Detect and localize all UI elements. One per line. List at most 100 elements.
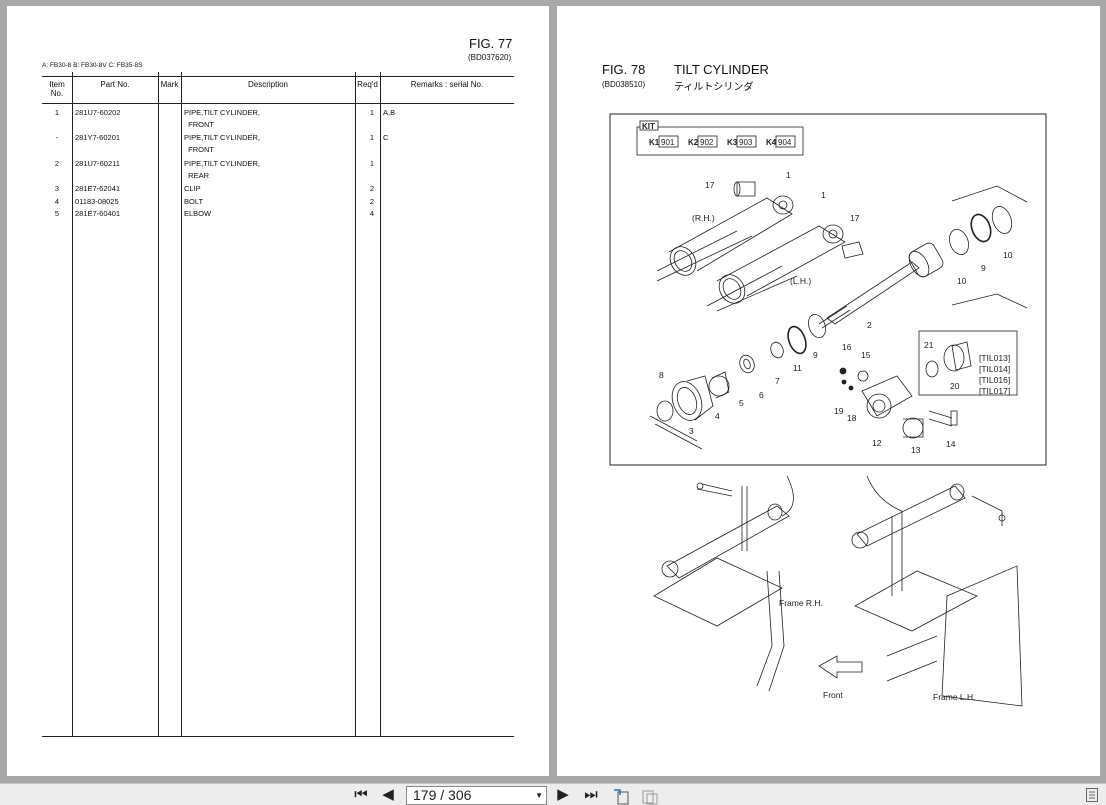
description: PIPE,TILT CYLINDER, FRONT bbox=[184, 108, 260, 129]
front-label: Front bbox=[823, 690, 843, 700]
page-number-value: 179 / 306 bbox=[413, 787, 472, 803]
kit-k1: K1 bbox=[649, 138, 660, 147]
reqd: 1 bbox=[369, 159, 375, 168]
last-page-button[interactable]: ⏭ bbox=[584, 786, 598, 803]
description: CLIP bbox=[184, 184, 201, 193]
description: BOLT bbox=[184, 197, 204, 206]
frame-rh-label: Frame R.H. bbox=[779, 598, 823, 608]
reqd: 1 bbox=[369, 133, 375, 142]
part-no: 281E7-60401 bbox=[75, 209, 121, 218]
kit-k3: K3 bbox=[727, 138, 738, 147]
reqd: 2 bbox=[369, 197, 375, 206]
item-no: 1 bbox=[54, 108, 60, 117]
part-no: 281Y7-60201 bbox=[75, 133, 121, 142]
callout: 1 bbox=[786, 170, 791, 180]
kit-k4: K4 bbox=[766, 138, 777, 147]
callout: 17 bbox=[705, 180, 715, 190]
description: PIPE,TILT CYLINDER, REAR bbox=[184, 159, 260, 180]
kit-k1-code: 901 bbox=[661, 138, 675, 147]
part-no: 281U7-60202 bbox=[75, 108, 121, 117]
callout: 12 bbox=[872, 438, 882, 448]
remarks: A,B bbox=[383, 108, 396, 117]
kit-k4-code: 904 bbox=[778, 138, 792, 147]
kit-box: KIT K1 901 K2 902 K3 903 K4 904 bbox=[636, 120, 804, 156]
pdf-toolbar: ⏮ ◀ 179 / 306 ▼ ▶ ⏭ bbox=[0, 783, 1106, 805]
callout: (R.H.) bbox=[692, 213, 715, 223]
til-code-2: [TIL014] bbox=[979, 364, 1010, 374]
first-page-button[interactable]: ⏮ bbox=[354, 786, 368, 803]
menu-icon[interactable] bbox=[1086, 788, 1098, 802]
kit-k3-code: 903 bbox=[739, 138, 753, 147]
part-no: 01183-08025 bbox=[75, 197, 119, 206]
item-no: 5 bbox=[54, 209, 60, 218]
model-variants: A: FB30-8 B: FB30-8V C: FB35-8S bbox=[42, 62, 143, 69]
clevis bbox=[861, 375, 958, 439]
page-number-select[interactable]: 179 / 306 ▼ bbox=[406, 786, 547, 805]
callout: 9 bbox=[981, 263, 986, 273]
fit-width-icon[interactable] bbox=[640, 787, 660, 805]
til-code-1: [TIL013] bbox=[979, 353, 1010, 363]
header-remarks: Remarks : serial No. bbox=[410, 80, 484, 89]
callout: 14 bbox=[946, 439, 956, 449]
kit-k2-code: 902 bbox=[700, 138, 714, 147]
kit-k2: K2 bbox=[688, 138, 699, 147]
header-item-no: Item No. bbox=[49, 80, 65, 98]
description: PIPE,TILT CYLINDER, FRONT bbox=[184, 133, 260, 154]
callout: 4 bbox=[715, 411, 720, 421]
callout: (L.H.) bbox=[790, 276, 811, 286]
callout: 10 bbox=[957, 276, 967, 286]
til-code-4: [TIL017] bbox=[979, 386, 1010, 396]
header-description: Description bbox=[247, 80, 288, 89]
next-page-button[interactable]: ▶ bbox=[557, 786, 569, 803]
cylinder-tube-lh bbox=[706, 224, 846, 312]
parts-table: Item No. Part No. Mark Description Req'd… bbox=[42, 72, 514, 737]
callout: 18 bbox=[847, 413, 857, 423]
callout: 21 bbox=[924, 340, 934, 350]
remarks: C bbox=[383, 133, 389, 142]
callout: 13 bbox=[911, 445, 921, 455]
callout: 9 bbox=[813, 350, 818, 360]
reqd: 4 bbox=[369, 209, 375, 218]
item-no: 3 bbox=[54, 184, 60, 193]
frame-lh-label: Frame L.H. bbox=[933, 692, 976, 702]
fig-title: FIG. 78 bbox=[602, 62, 646, 77]
callout: 10 bbox=[1003, 250, 1013, 260]
fig-name-japanese: ティルトシリンダ bbox=[674, 82, 754, 93]
callout: 16 bbox=[842, 342, 852, 352]
part-no: 281U7-60211 bbox=[75, 159, 120, 168]
callout: 5 bbox=[739, 398, 744, 408]
reqd: 1 bbox=[369, 108, 375, 117]
fig-name: TILT CYLINDER bbox=[674, 62, 769, 77]
header-reqd: Req'd bbox=[357, 80, 378, 89]
header-part-no: Part No. bbox=[100, 80, 130, 89]
page-left: FIG. 77 (BD037620) A: FB30-8 B: FB30-8V … bbox=[7, 6, 549, 776]
piston-rod bbox=[818, 242, 944, 329]
frame-assembly-rh bbox=[653, 475, 794, 692]
exploded-parts-diagram: KIT K1 901 K2 902 K3 903 K4 904 bbox=[609, 113, 1047, 707]
callout: 11 bbox=[793, 363, 802, 373]
callout: 3 bbox=[689, 426, 694, 436]
callout: 8 bbox=[659, 370, 664, 380]
item-no: 4 bbox=[54, 197, 60, 206]
part-no: 281E7-62041 bbox=[75, 184, 121, 193]
description: ELBOW bbox=[184, 209, 212, 218]
fig-code: (BD038510) bbox=[602, 80, 646, 89]
callout: 1 bbox=[821, 190, 826, 200]
fig-code: (BD037620) bbox=[468, 53, 512, 62]
callout: 19 bbox=[834, 406, 844, 416]
callout: 17 bbox=[850, 213, 860, 223]
til-code-3: [TIL016] bbox=[979, 375, 1010, 385]
kit-label: KIT bbox=[642, 122, 655, 131]
item-no: 2 bbox=[54, 159, 60, 168]
previous-page-button[interactable]: ◀ bbox=[382, 786, 394, 803]
callout: 20 bbox=[950, 381, 960, 391]
fig-title: FIG. 77 bbox=[469, 36, 513, 51]
til-inset: [TIL013] [TIL014] [TIL016] [TIL017] bbox=[918, 330, 1018, 396]
callout: 2 bbox=[867, 320, 872, 330]
fit-page-icon[interactable] bbox=[612, 787, 632, 805]
chevron-down-icon: ▼ bbox=[535, 791, 543, 800]
reqd: 2 bbox=[369, 184, 375, 193]
callout: 7 bbox=[775, 376, 780, 386]
header-mark: Mark bbox=[160, 80, 179, 89]
callout: 15 bbox=[861, 350, 871, 360]
